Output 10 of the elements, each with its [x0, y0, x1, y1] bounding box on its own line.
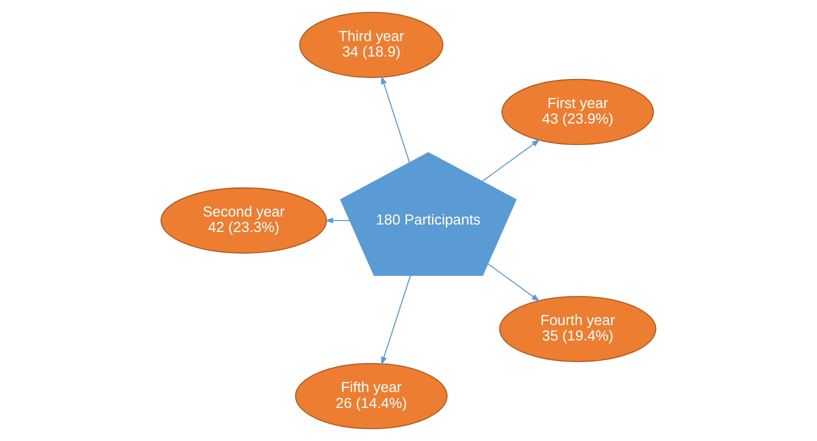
node-ellipse: First year 43 (23.9%)	[501, 78, 654, 146]
node-ellipse: Fourth year 35 (19.4%)	[499, 296, 656, 362]
node-ellipse: Second year 42 (23.3%)	[160, 187, 327, 254]
arrow	[324, 218, 350, 224]
node-ellipse: Third year 34 (18.9)	[299, 12, 444, 78]
arrow	[488, 263, 540, 302]
arrow	[381, 275, 411, 366]
arrow	[482, 139, 540, 182]
arrow	[381, 76, 410, 163]
node-ellipse: Fifth year 26 (14.4%)	[295, 363, 448, 430]
